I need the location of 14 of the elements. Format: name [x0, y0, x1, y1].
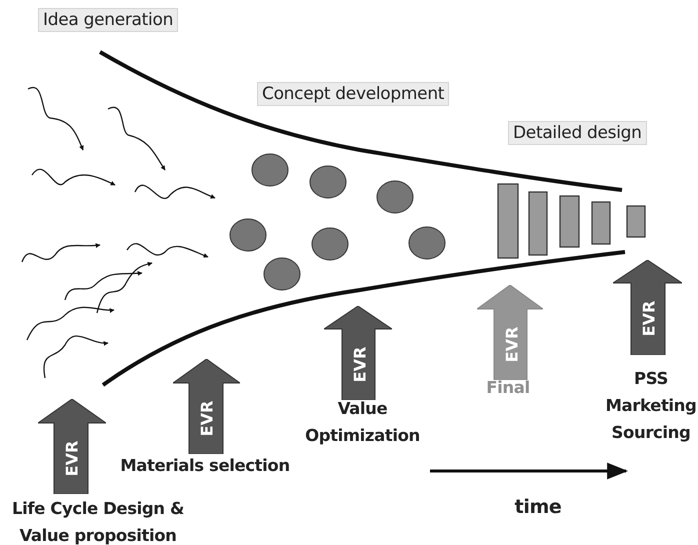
- arrow-label: EVR: [62, 440, 82, 476]
- stage-label: Idea generation: [38, 8, 178, 32]
- stage-label: Detailed design: [508, 121, 647, 145]
- stage-caption: Final: [485, 377, 531, 399]
- stage-caption: Value Optimization: [304, 398, 421, 447]
- arrow-label: EVR: [197, 400, 216, 436]
- arrow-label: EVR: [350, 346, 369, 382]
- stage-caption: Life Cycle Design & Value proposition: [11, 498, 185, 545]
- stage-caption: Materials selection: [119, 455, 291, 477]
- arrow-label: EVR: [639, 300, 658, 336]
- arrow-label: EVR: [502, 326, 521, 362]
- stage-label: Concept development: [257, 82, 450, 106]
- axis-label: time: [514, 495, 562, 520]
- stage-caption: PSS Marketing Sourcing: [604, 368, 698, 444]
